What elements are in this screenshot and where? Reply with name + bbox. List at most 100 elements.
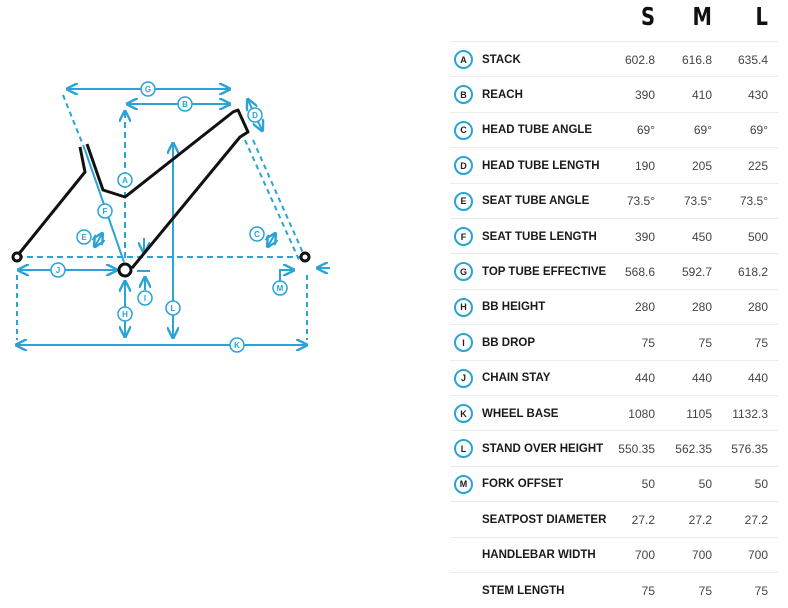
row-label: BB HEIGHT bbox=[482, 301, 546, 314]
diagram-label-l: L bbox=[165, 300, 181, 316]
row-value-l: 500 bbox=[747, 229, 768, 244]
row-value-m: 440 bbox=[691, 371, 712, 386]
diagram-label-j: J bbox=[50, 262, 66, 278]
row-badge: E bbox=[454, 191, 473, 211]
diagram-label-b: B bbox=[177, 96, 193, 112]
row-value-s: 390 bbox=[634, 229, 655, 244]
svg-text:E: E bbox=[81, 233, 87, 242]
row-value-s: 568.6 bbox=[624, 264, 655, 279]
row-value-m: 205 bbox=[691, 158, 712, 173]
row-badge: D bbox=[454, 156, 473, 176]
svg-text:G: G bbox=[145, 85, 151, 94]
row-label: HEAD TUBE ANGLE bbox=[482, 124, 593, 137]
row-value-m: 592.7 bbox=[681, 264, 712, 279]
row-badge: K bbox=[454, 404, 473, 423]
row-badge: C bbox=[454, 120, 473, 140]
svg-text:H: H bbox=[122, 310, 128, 319]
svg-text:J: J bbox=[56, 266, 60, 275]
svg-text:I: I bbox=[144, 294, 146, 303]
table-row: E SEAT TUBE ANGLE 73.5° 73.5° 73.5° bbox=[450, 182, 778, 219]
row-label: SEATPOST DIAMETER bbox=[482, 513, 607, 526]
diagram-label-g: G bbox=[140, 81, 156, 97]
row-value-l: 1132.3 bbox=[732, 406, 768, 421]
row-label: SEAT TUBE LENGTH bbox=[482, 230, 597, 243]
row-label: HEAD TUBE LENGTH bbox=[482, 159, 600, 172]
row-value-s: 280 bbox=[634, 300, 655, 315]
row-label: STEM LENGTH bbox=[482, 584, 565, 597]
svg-text:L: L bbox=[171, 304, 176, 313]
svg-text:F: F bbox=[103, 207, 108, 216]
diagram-label-k: K bbox=[229, 337, 245, 353]
bike-geometry-diagram: G B A D F E C J I M H L K bbox=[11, 81, 330, 353]
row-value-l: 700 bbox=[747, 548, 768, 563]
row-value-s: 602.8 bbox=[624, 52, 655, 67]
diagram-label-h: H bbox=[117, 306, 133, 322]
row-value-s: 440 bbox=[634, 371, 655, 386]
row-value-m: 1105 bbox=[686, 406, 712, 421]
diagram-label-a: A bbox=[117, 172, 133, 188]
row-value-l: 635.4 bbox=[737, 52, 768, 67]
row-value-l: 27.2 bbox=[744, 512, 768, 527]
table-row: HANDLEBAR WIDTH 700 700 700 bbox=[450, 536, 778, 573]
row-value-s: 190 bbox=[634, 158, 655, 173]
row-value-l: 618.2 bbox=[737, 264, 768, 279]
row-label: CHAIN STAY bbox=[482, 372, 551, 385]
row-value-l: 440 bbox=[747, 371, 768, 386]
row-value-m: 73.5° bbox=[683, 194, 712, 209]
size-header-m: M bbox=[692, 2, 712, 31]
row-value-m: 410 bbox=[691, 87, 712, 102]
row-value-s: 73.5° bbox=[626, 194, 655, 209]
svg-text:A: A bbox=[122, 176, 128, 185]
row-value-m: 280 bbox=[691, 300, 712, 315]
row-label: FORK OFFSET bbox=[482, 478, 564, 491]
row-value-m: 27.2 bbox=[688, 512, 712, 527]
table-row: SEATPOST DIAMETER 27.2 27.2 27.2 bbox=[450, 501, 778, 537]
row-value-m: 700 bbox=[691, 548, 712, 563]
row-value-m: 50 bbox=[698, 477, 712, 492]
row-label: TOP TUBE EFFECTIVE bbox=[482, 265, 607, 278]
svg-text:B: B bbox=[182, 100, 188, 109]
row-value-l: 280 bbox=[747, 300, 768, 315]
row-value-s: 75 bbox=[641, 583, 655, 598]
diagram-label-e: E bbox=[76, 229, 92, 245]
row-value-s: 27.2 bbox=[631, 512, 655, 527]
row-label: HANDLEBAR WIDTH bbox=[482, 549, 596, 562]
size-header-s: S bbox=[640, 2, 655, 31]
row-label: BB DROP bbox=[482, 336, 536, 349]
row-badge: A bbox=[454, 50, 473, 69]
row-value-s: 550.35 bbox=[618, 441, 655, 456]
row-value-l: 75 bbox=[754, 583, 768, 598]
row-badge: L bbox=[454, 439, 473, 459]
row-badge: M bbox=[454, 474, 473, 494]
row-badge: F bbox=[454, 227, 473, 246]
row-label: SEAT TUBE ANGLE bbox=[482, 195, 590, 208]
size-header-l: L bbox=[755, 2, 768, 31]
row-value-l: 75 bbox=[754, 335, 768, 350]
row-value-m: 450 bbox=[691, 229, 712, 244]
svg-text:D: D bbox=[252, 111, 258, 120]
diagram-label-m: M bbox=[272, 280, 288, 296]
row-badge: B bbox=[454, 85, 473, 105]
row-value-m: 616.8 bbox=[681, 52, 712, 67]
row-label: STACK bbox=[482, 53, 521, 66]
diagram-label-d: D bbox=[247, 107, 263, 123]
row-label: REACH bbox=[482, 88, 523, 101]
row-value-s: 700 bbox=[634, 548, 655, 563]
svg-text:C: C bbox=[254, 230, 260, 239]
row-value-l: 69° bbox=[749, 123, 768, 138]
row-value-m: 75 bbox=[698, 335, 712, 350]
row-badge: I bbox=[454, 333, 473, 353]
diagram-label-i: I bbox=[137, 290, 153, 306]
row-label: STAND OVER HEIGHT bbox=[482, 442, 604, 455]
row-value-l: 73.5° bbox=[739, 194, 768, 209]
